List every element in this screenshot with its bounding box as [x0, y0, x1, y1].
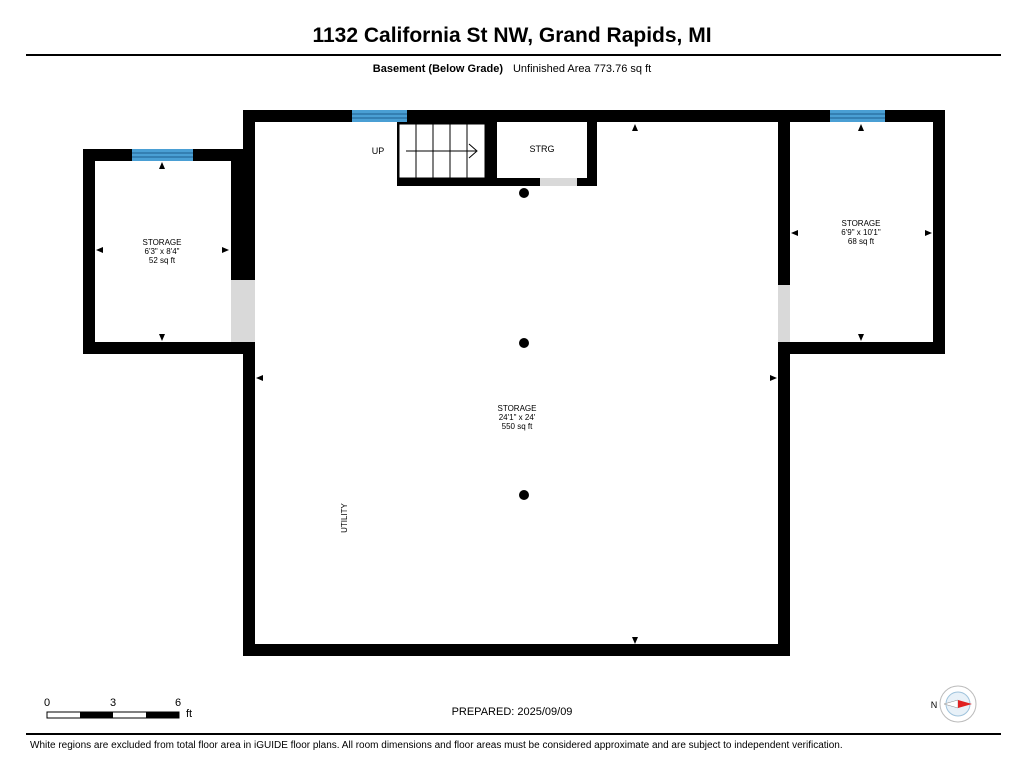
right-storage-dims: 6'9" x 10'1" [841, 228, 881, 237]
left-door-opening [231, 280, 255, 342]
utility-label: UTILITY [340, 502, 349, 532]
dimension-markers [96, 124, 932, 644]
strg-closet-walls [487, 122, 597, 186]
header-divider [26, 54, 1001, 56]
right-door-opening [778, 285, 790, 342]
left-storage-walls [83, 149, 255, 354]
main-room-walls [243, 110, 945, 656]
floor-subtitle: Basement (Below Grade) Unfinished Area 77… [0, 63, 1024, 75]
stairs-up-label: UP [372, 146, 385, 156]
left-storage-dims: 6'3" x 8'4" [145, 247, 180, 256]
footer-divider [26, 733, 1001, 735]
window-left-storage [132, 149, 193, 161]
support-post [519, 338, 529, 348]
scale-tick-6: 6 [175, 697, 182, 709]
scale-tick-0: 0 [44, 697, 51, 709]
compass-icon: N [931, 685, 977, 723]
scale-bar [46, 711, 180, 719]
scale-tick-3: 3 [110, 697, 117, 709]
scale-unit: ft [186, 708, 193, 720]
window-top-right [830, 110, 885, 122]
staircase [397, 122, 493, 186]
right-storage-area: 68 sq ft [848, 237, 875, 246]
prepared-date: PREPARED: 2025/09/09 [451, 706, 573, 718]
main-storage-name: STORAGE [498, 404, 537, 413]
window-top-center [352, 110, 407, 122]
floor-name: Basement (Below Grade) [372, 63, 503, 75]
left-storage-area: 52 sq ft [149, 256, 176, 265]
support-post [519, 188, 529, 198]
main-storage-area: 550 sq ft [502, 422, 533, 431]
compass-north-label: N [931, 700, 938, 710]
property-address-title: 1132 California St NW, Grand Rapids, MI [312, 24, 712, 47]
main-storage-dims: 24'1" x 24' [499, 413, 536, 422]
disclaimer-text: White regions are excluded from total fl… [30, 740, 843, 751]
support-post [519, 490, 529, 500]
strg-label: STRG [529, 144, 554, 154]
left-storage-name: STORAGE [143, 238, 182, 247]
right-storage-name: STORAGE [842, 219, 881, 228]
floor-area: Unfinished Area 773.76 sq ft [512, 63, 652, 75]
